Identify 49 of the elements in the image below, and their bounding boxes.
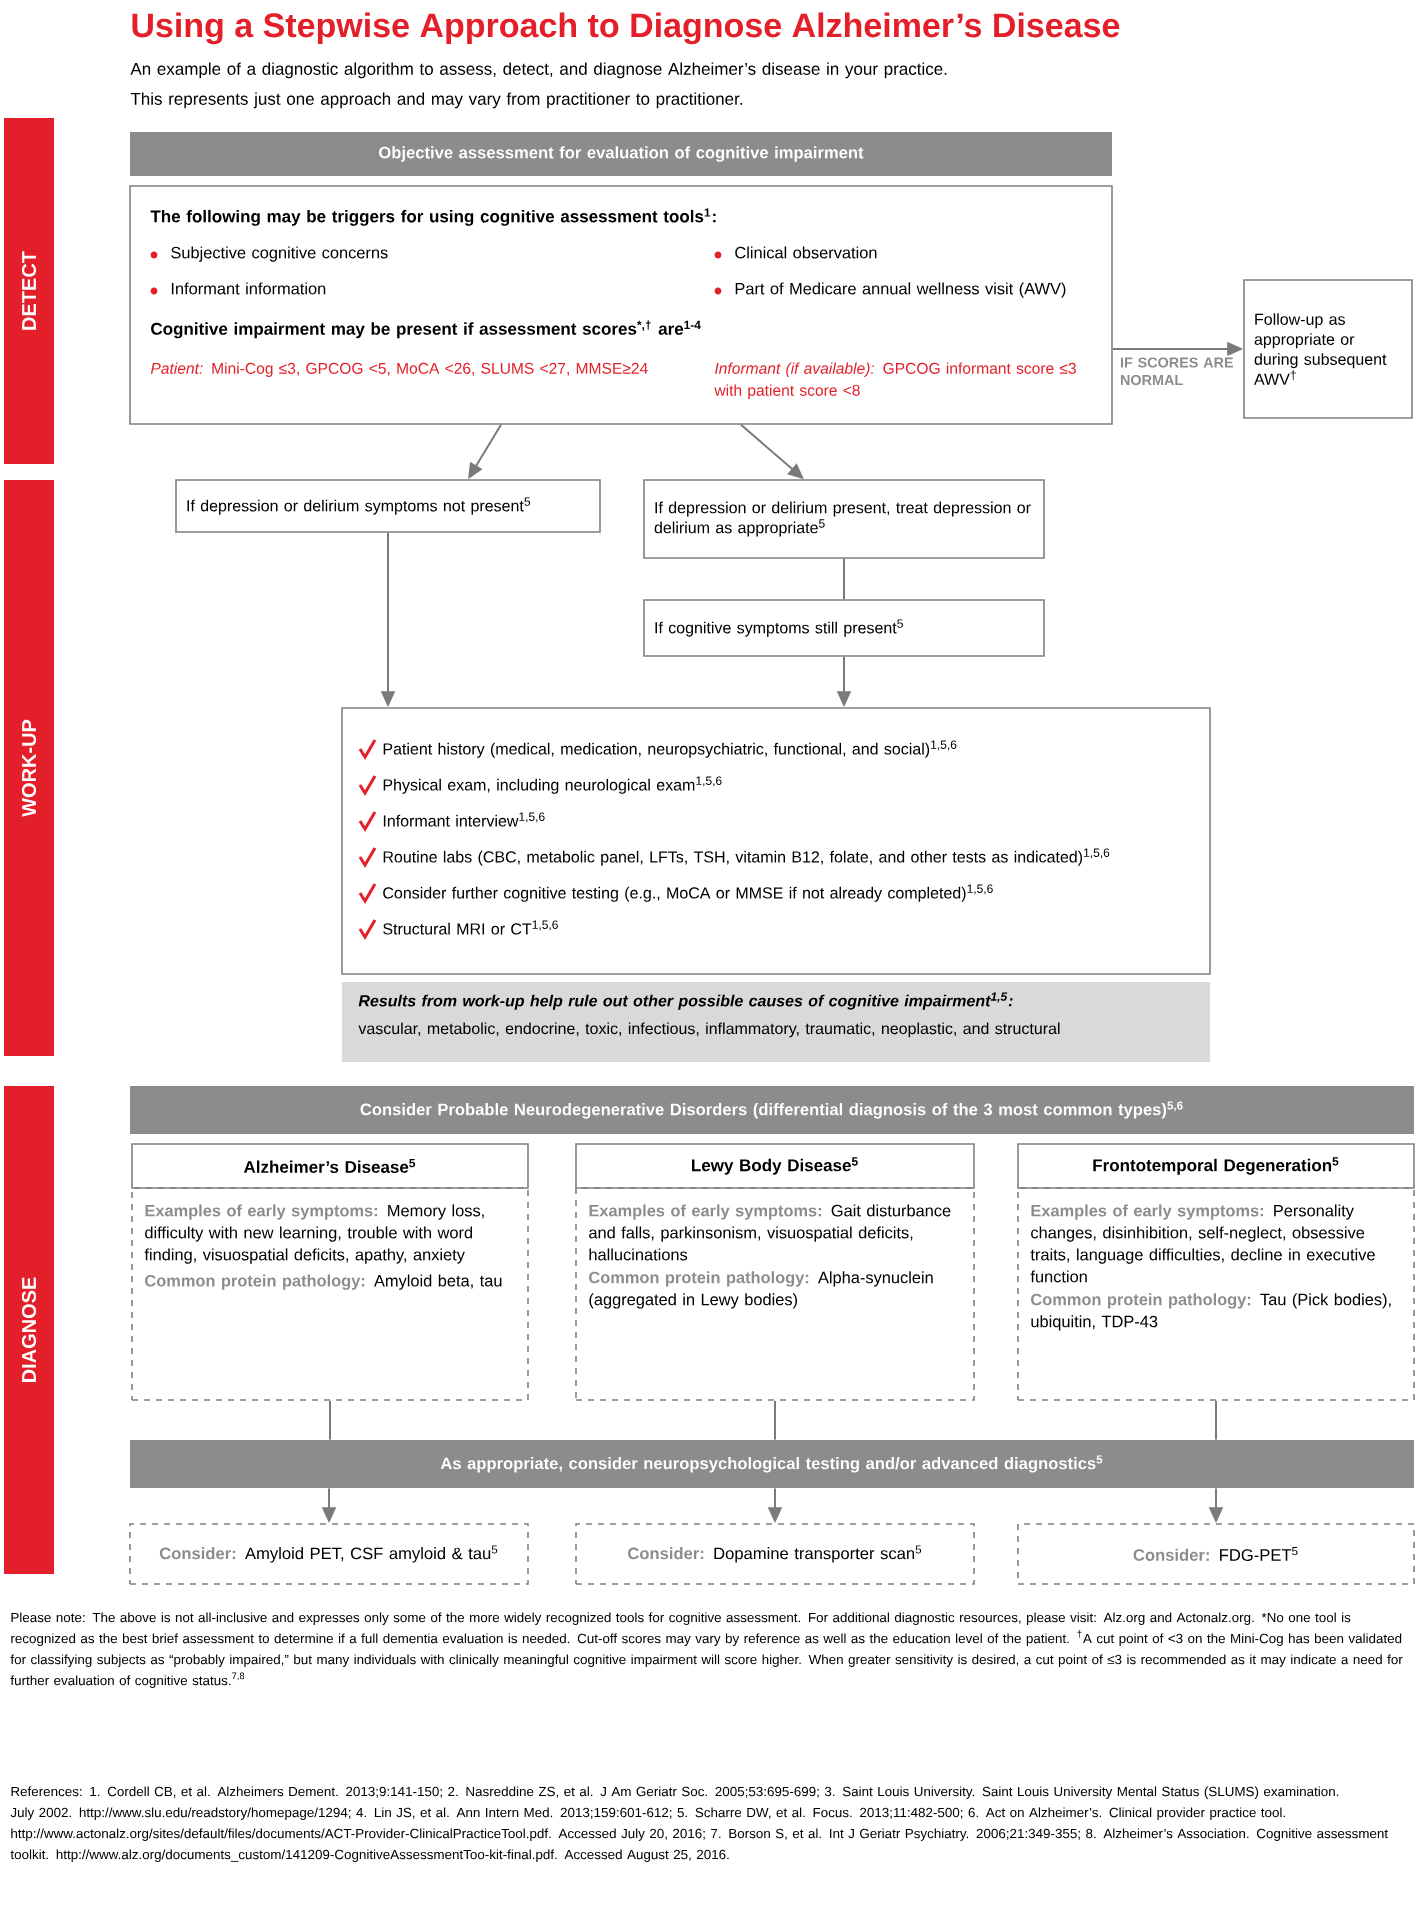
connector-line: [774, 1399, 776, 1441]
checklist-item: Physical exam, including neurological exam$^{1,5,6}$: [383, 776, 722, 794]
description-text: Common protein pathology: Alpha-synuclein (aggregated in Lewy bodies): [589, 1271, 933, 1309]
test-box: Consider: FDG-PET$^{5}$: [1017, 1523, 1415, 1585]
heading-text: The following may be triggers for using cognitive assessment tools$^{1}$:: [150, 208, 716, 226]
checklist-item: Consider further cognitive testing (e.g., MoCA or MMSE if not already completed)$^{1,5,6}$: [383, 884, 993, 902]
heading-text: Results from work-up help rule out other possible causes of cognitive impairment$^{1,5}$:: [358, 992, 1013, 1010]
header-band: Consider Probable Neurodegenerative Disorders (differential diagnosis of the 3 most common types)$^{5,6}$: [130, 1086, 1414, 1134]
step-box: If depression or delirium present, treat depression or delirium as appropriate$^{5}$: [643, 479, 1045, 559]
disease-title-box: Lewy Body Disease$^{5}$: [575, 1143, 975, 1189]
bullet-item: Clinical observation: [735, 246, 877, 259]
step-box: If cognitive symptoms still present$^{5}$: [643, 599, 1045, 657]
checklist-item: Informant interview$^{1,5,6}$: [383, 812, 545, 827]
description-text: Examples of early symptoms: Memory loss, difficulty with new learning, trouble with word finding, visuospatial deficits, apathy, anxiety: [144, 1204, 484, 1264]
description-text: Examples of early symptoms: Gait disturbance and falls, parkinsonism, visuospatial deficits, hallucinations: [589, 1204, 951, 1261]
connector-line: [329, 1399, 331, 1441]
checklist-item: Routine labs (CBC, metabolic panel, LFTs, TSH, vitamin B12, folate, and other tests as indicated)$^{1,5,6}$: [383, 848, 1110, 866]
subtitle-text: This represents just one approach and may vary from practitioner to practitioner.: [130, 92, 742, 109]
step-box: Follow-up as appropriate or during subsequent AWV$^{†}$: [1243, 279, 1413, 419]
section-band: DIAGNOSE: [4, 1086, 54, 1574]
disease-title-box: Frontotemporal Degeneration$^{5}$: [1017, 1143, 1415, 1189]
bullet-item: Informant information: [171, 282, 326, 295]
heading-text: Cognitive impairment may be present if assessment scores$^{*,†}$ are$^{1-4}$: [151, 320, 701, 339]
description-text: Common protein pathology: Amyloid beta, tau: [145, 1274, 502, 1290]
criteria-box: [129, 185, 1113, 425]
body-text: vascular, metabolic, endocrine, toxic, infectious, inflammatory, traumatic, neoplastic, and structural: [358, 1022, 1060, 1038]
header-band: Objective assessment for evaluation of cognitive impairment: [130, 132, 1112, 176]
title: Using a Stepwise Approach to Diagnose Alzheimer’s Disease: [132, 12, 1120, 45]
section-band: WORK-UP: [4, 480, 54, 1056]
header-band: As appropriate, consider neuropsychological testing and/or advanced diagnostics$^{5}$: [130, 1440, 1414, 1488]
disease-title-box: Alzheimer’s Disease$^{5}$: [131, 1143, 529, 1189]
description-box: [575, 1187, 975, 1401]
checklist-box: [341, 707, 1211, 975]
checklist-item: Structural MRI or CT$^{1,5,6}$: [383, 920, 558, 935]
bullet-item: Subjective cognitive concerns: [171, 246, 388, 262]
description-box: [1017, 1187, 1415, 1401]
section-band: DETECT: [4, 118, 54, 464]
description-text: Examples of early symptoms: Personality changes, disinhibition, self-neglect, obsessive traits, language difficulties, decline in executive function: [1030, 1204, 1375, 1283]
test-box: Consider: Amyloid PET, CSF amyloid & tau$^{5}$: [129, 1523, 529, 1585]
bullet-item: Part of Medicare annual wellness visit (AWV): [735, 282, 1066, 298]
results-box: [342, 982, 1210, 1062]
subtitle-text: An example of a diagnostic algorithm to assess, detect, and diagnose Alzheimer’s disease in your practice.: [130, 62, 947, 79]
description-box: [131, 1187, 529, 1401]
checklist-item: Patient history (medical, medication, neuropsychiatric, functional, and social)$^{1,5,6}$: [383, 740, 957, 758]
connector-line: [1215, 1399, 1217, 1441]
description-text: Common protein pathology: Tau (Pick bodies), ubiquitin, TDP-43: [1031, 1293, 1391, 1331]
step-box: If depression or delirium symptoms not present$^{5}$: [175, 479, 601, 533]
connector-line: [843, 557, 845, 601]
test-box: Consider: Dopamine transporter scan$^{5}$: [575, 1523, 975, 1585]
